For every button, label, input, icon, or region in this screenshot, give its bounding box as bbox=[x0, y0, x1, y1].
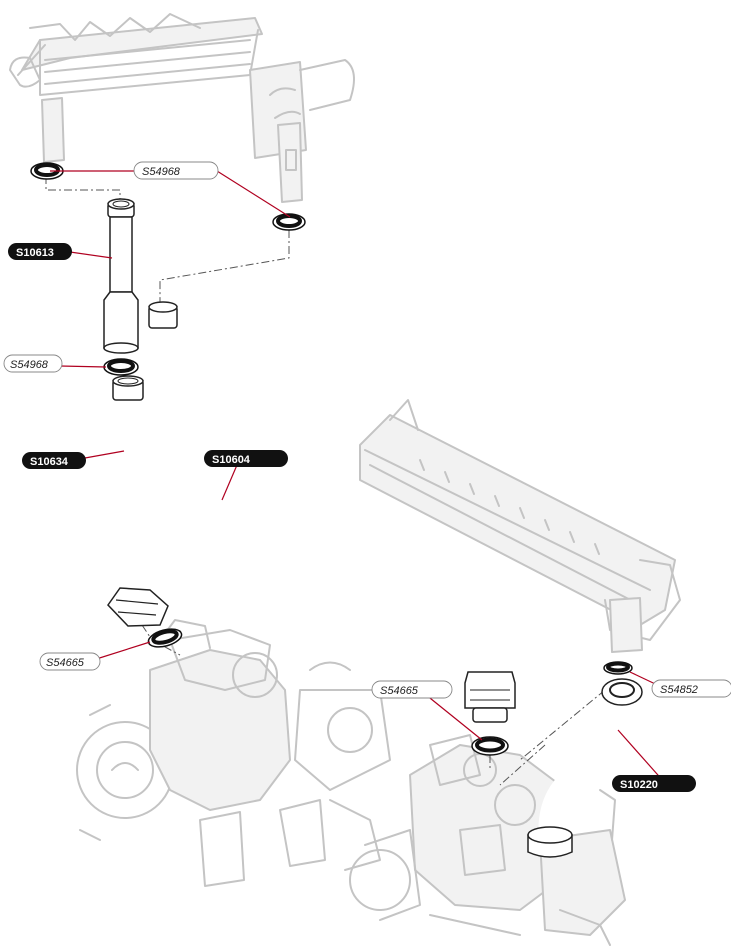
ghosted-pump-assembly bbox=[76, 619, 391, 887]
pipe-s10613 bbox=[103, 198, 139, 354]
label-text: S54665 bbox=[380, 685, 419, 697]
washer-s54968-mid bbox=[103, 358, 139, 376]
label-s54852: S54852 bbox=[651, 679, 731, 698]
label-s54665-right: S54665 bbox=[371, 680, 453, 699]
pipe-s10220 bbox=[527, 678, 643, 858]
label-s10634: S10634 bbox=[22, 452, 86, 469]
label-text: S10220 bbox=[620, 779, 658, 791]
washer-s54665-left bbox=[147, 628, 183, 648]
label-text: S10634 bbox=[30, 456, 69, 468]
washer-s54968-top-left bbox=[30, 162, 64, 180]
ghosted-manifold bbox=[359, 399, 681, 653]
ghosted-heat-exchanger bbox=[9, 13, 355, 203]
label-s10613: S10613 bbox=[8, 243, 72, 260]
label-text: S10604 bbox=[212, 454, 251, 466]
washer-s54665-right bbox=[471, 736, 509, 756]
label-text: S54852 bbox=[660, 684, 698, 696]
label-s54968-top: S54968 bbox=[133, 161, 219, 180]
washer-s54852 bbox=[603, 661, 633, 675]
label-text: S54665 bbox=[46, 657, 85, 669]
label-s54968-mid: S54968 bbox=[3, 354, 63, 373]
pipe-s10634 bbox=[107, 375, 169, 627]
label-s10604: S10604 bbox=[204, 450, 288, 467]
label-text: S10613 bbox=[16, 247, 54, 259]
label-s54665-left: S54665 bbox=[39, 652, 101, 671]
pipe-s10604 bbox=[148, 301, 516, 723]
label-text: S54968 bbox=[142, 166, 181, 178]
label-s10220: S10220 bbox=[612, 775, 696, 792]
label-text: S54968 bbox=[10, 359, 49, 371]
